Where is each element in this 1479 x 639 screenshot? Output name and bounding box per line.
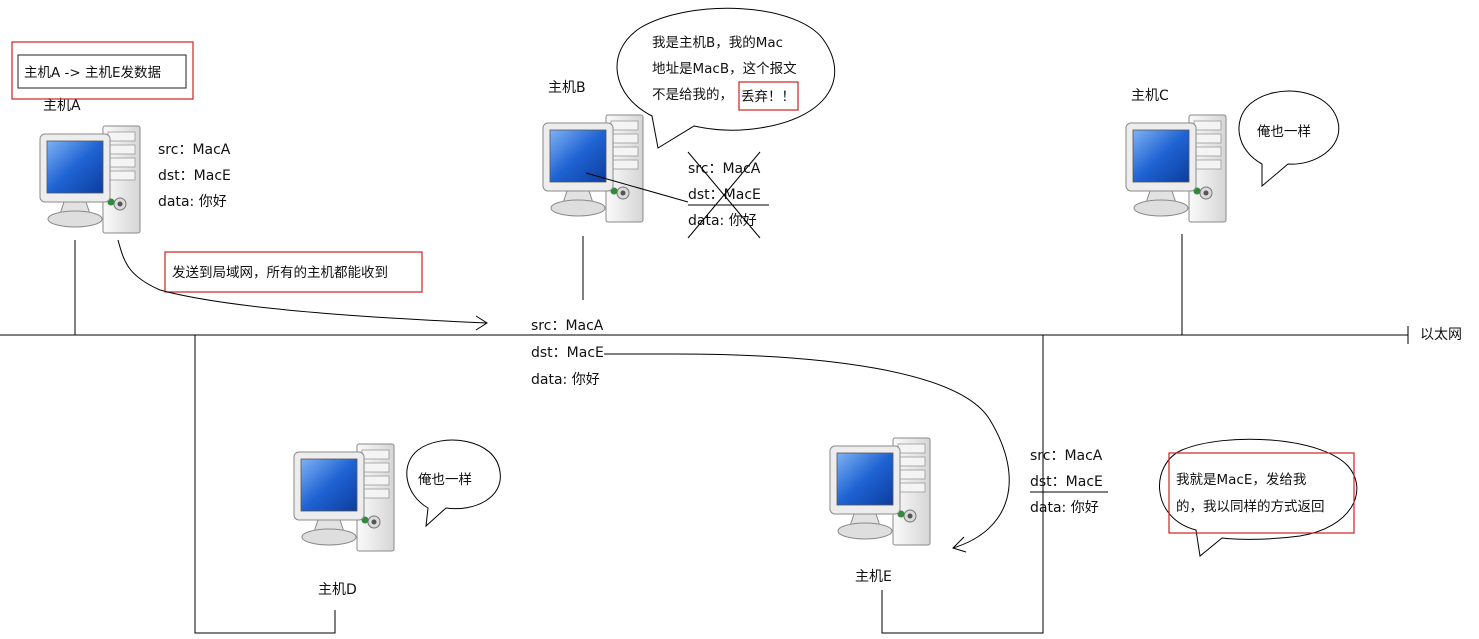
broadcast-arrow-head [475, 315, 488, 331]
packet-e-data: data: 你好 [1030, 500, 1099, 516]
ethernet-wires [0, 234, 1409, 634]
host-b-speech-bubble: 我是主机B，我的Mac 地址是MacB，这个报文 不是给我的， 丢弃！！ [616, 7, 836, 149]
packet-host-e: src：MacA dst：MacE data: 你好 [1030, 448, 1108, 516]
bubble-d-text: 俺也一样 [418, 472, 472, 488]
bubble-c-text: 俺也一样 [1257, 124, 1311, 140]
task-text: 主机A -> 主机E发数据 [24, 65, 161, 81]
bubble-b-line3: 不是给我的， [652, 87, 733, 103]
packet-bus-dst: dst：MacE [531, 345, 604, 361]
discard-cross-2 [687, 151, 761, 239]
host-d-drop [194, 335, 336, 634]
host-a-label: 主机A [43, 98, 81, 114]
packet-a-src: src：MacA [158, 142, 231, 158]
host-a-computer-icon [39, 125, 141, 234]
host-e-computer-icon [829, 437, 931, 546]
broadcast-note: 发送到局域网，所有的主机都能收到 [164, 251, 423, 293]
host-d-label: 主机D [318, 582, 357, 598]
packet-bus: src：MacA dst：MacE data: 你好 [531, 318, 604, 388]
bubble-b-line1: 我是主机B，我的Mac [652, 35, 783, 51]
packet-a-dst: dst：MacE [158, 168, 231, 184]
broadcast-arrow [117, 239, 487, 324]
delivery-arrow [674, 353, 1010, 549]
broadcast-note-text: 发送到局域网，所有的主机都能收到 [172, 265, 388, 281]
bubble-e-line2: 的，我以同样的方式返回 [1176, 499, 1325, 515]
host-e-label: 主机E [855, 569, 892, 585]
packet-bus-src: src：MacA [531, 318, 604, 334]
bubble-b-line2: 地址是MacB，这个报文 [652, 60, 797, 77]
host-c-computer-icon [1125, 114, 1227, 223]
host-c-label: 主机C [1131, 88, 1169, 104]
task-box: 主机A -> 主机E发数据 [11, 41, 194, 100]
ethernet-label: 以太网 [1420, 327, 1462, 343]
host-b-pointer [585, 172, 689, 203]
host-d-speech-bubble: 俺也一样 [406, 439, 501, 528]
packet-host-b: src：MacA dst：MacE data: 你好 [688, 161, 769, 229]
host-e-drop [881, 335, 1044, 634]
bubble-e-line1: 我就是MacE，发给我 [1176, 472, 1307, 488]
packet-e-src: src：MacA [1030, 448, 1103, 464]
host-c-speech-bubble: 俺也一样 [1238, 90, 1340, 188]
packet-a-data: data: 你好 [158, 194, 227, 210]
host-d-computer-icon [293, 443, 395, 552]
host-b-computer-icon [542, 114, 644, 223]
packet-host-a: src：MacA dst：MacE data: 你好 [158, 142, 231, 210]
host-b-label: 主机B [548, 80, 586, 96]
packet-bus-data: data: 你好 [531, 372, 600, 388]
packet-e-dst: dst：MacE [1030, 474, 1103, 490]
host-e-speech-bubble: 我就是MacE，发给我 的，我以同样的方式返回 [1159, 438, 1358, 557]
bubble-b-discard: 丢弃！！ [741, 89, 795, 105]
delivery-arrow-head [952, 536, 967, 553]
